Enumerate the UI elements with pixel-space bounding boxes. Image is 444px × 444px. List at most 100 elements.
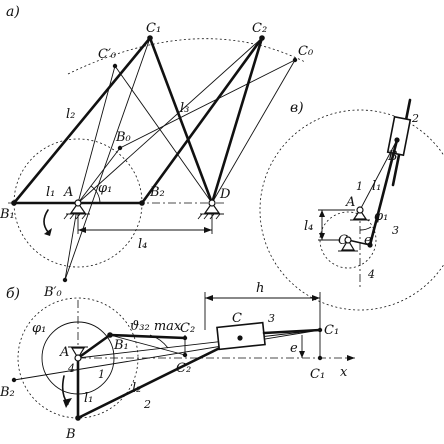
label-b0: B₀ <box>115 130 132 145</box>
label-phi1-c: φ₁ <box>374 209 388 224</box>
line-b0-c0 <box>119 59 296 149</box>
joint-c1 <box>147 35 153 41</box>
joint-c0p <box>112 63 118 69</box>
joint-b2-b <box>11 377 17 383</box>
arrow-e <box>299 351 305 358</box>
x-axis-arrow <box>347 355 355 361</box>
ground-pivot-a <box>63 199 90 220</box>
crank-a-b1 <box>76 333 112 360</box>
joint-c2-top <box>182 335 188 341</box>
label-c2-top: C₂ <box>180 321 195 336</box>
line-b1-c2 <box>109 334 186 356</box>
panel-label-b: б) <box>6 286 20 302</box>
ground-pivot-a-c <box>350 206 370 221</box>
label-c0p: C′₀ <box>98 47 117 62</box>
joint-b1-b <box>107 332 113 338</box>
joint-b-c <box>394 137 400 143</box>
label-phi1-b: φ₁ <box>32 321 46 336</box>
horizontal-slider-diagram: б) <box>0 281 355 442</box>
label-l2: l₂ <box>66 107 75 122</box>
label-l4: l₄ <box>138 237 147 252</box>
line-c0p-d <box>114 65 213 204</box>
line-b0p-c1 <box>64 37 151 281</box>
line-b2-c1 <box>13 329 321 381</box>
label-x: x <box>340 365 348 380</box>
joint-e <box>367 242 373 248</box>
label-c-b: C <box>232 311 242 326</box>
label-a-c: A <box>345 195 355 210</box>
label-b0p: B′₀ <box>43 285 63 300</box>
connecting-rod-b <box>76 336 242 420</box>
line-a-b0p <box>64 202 79 281</box>
line-a-b0 <box>77 147 121 204</box>
joint-b1 <box>11 200 17 206</box>
label-c2: C₂ <box>252 21 267 36</box>
label-c1-top: C₁ <box>324 323 339 338</box>
label-b1: B₁ <box>0 207 15 222</box>
label-cc: C <box>338 233 348 248</box>
rocker-c1-d <box>148 36 214 205</box>
panel-label-c: в) <box>290 100 304 116</box>
label-b1-b: B₁ <box>113 338 129 353</box>
label-1-b: 1 <box>98 368 105 381</box>
label-2-c: 2 <box>411 112 419 125</box>
label-l1: l₁ <box>46 185 55 200</box>
label-b-c: B <box>387 149 398 164</box>
label-l2-b: l₂ <box>132 381 141 396</box>
line-a-c2 <box>77 37 263 204</box>
line-a-c1 <box>77 329 321 359</box>
label-b2-b: B₂ <box>0 385 15 400</box>
crank-circle-c <box>319 211 377 269</box>
label-l3: l₃ <box>180 101 189 116</box>
label-theta: ϑ₃₂ max <box>130 319 182 334</box>
rocker-c2-d <box>210 36 264 205</box>
joint-c2-bot <box>182 352 188 358</box>
label-e-c: e <box>364 233 372 248</box>
arrow-l4-left <box>78 227 86 233</box>
label-3-b: 3 <box>268 312 275 325</box>
joint-c0 <box>292 57 298 63</box>
rod-b1-c2 <box>108 333 187 340</box>
four-bar-diagram: a) <box>0 4 314 300</box>
joint-b-b <box>75 415 81 421</box>
label-c0: C₀ <box>298 44 314 59</box>
angle-phi1-arc <box>90 185 101 204</box>
ground-pivot-a-b <box>68 346 88 362</box>
slider-block <box>386 115 412 157</box>
angle-phi1-c <box>359 226 372 231</box>
joint-c-b <box>237 335 243 341</box>
label-e-b: e <box>290 341 298 356</box>
joint-c1-bot <box>317 355 323 361</box>
label-b-b: B <box>65 427 76 442</box>
label-b2: B₂ <box>149 185 165 200</box>
arrow-l4c-top <box>319 210 325 217</box>
arrow-h-right <box>312 295 320 301</box>
joint-c2 <box>259 35 265 41</box>
label-phi1: φ₁ <box>98 181 112 196</box>
label-d: D <box>219 187 231 202</box>
link-ab-thin <box>359 139 398 211</box>
link-ce <box>347 239 371 246</box>
slider-rod <box>262 328 322 335</box>
label-a-b: A <box>59 345 69 360</box>
rotation-arrowhead-b <box>63 398 72 408</box>
arrow-l4c-bot <box>319 233 325 240</box>
joint-c1-top <box>317 327 323 333</box>
ground-pivot-c-c <box>338 236 358 252</box>
rotation-arrowhead <box>44 228 52 236</box>
angle-theta-arc <box>149 334 169 349</box>
label-l1-b: l₁ <box>84 391 93 406</box>
arrow-l4-right <box>204 227 212 233</box>
coupler-b2-c2 <box>140 36 264 205</box>
joint-b0 <box>117 145 123 151</box>
coupler-b1-c1 <box>12 36 152 205</box>
label-4-b: 4 <box>67 362 75 375</box>
panel-label-a: a) <box>6 4 20 20</box>
label-c2-bot: C₂ <box>176 361 191 376</box>
rocker-arc <box>67 38 306 75</box>
link-3 <box>368 138 399 247</box>
ground-pivot-d <box>197 199 224 220</box>
line-d-c0 <box>211 59 296 204</box>
